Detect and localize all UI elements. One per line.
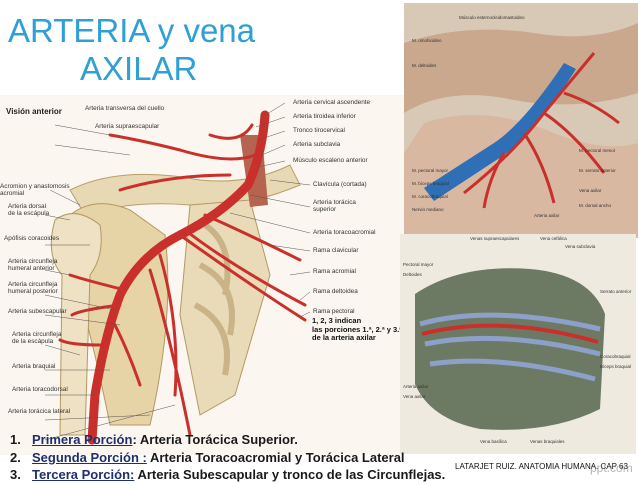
list-item: 2. Segunda Porción : Arteria Toracoacromi… [10,449,445,467]
label-inferior-thyroid-artery: Arteria tiroidea inferior [293,113,356,120]
label-subclavian-artery: Arteria subclavia [293,141,341,148]
label-anterior-scalene-muscle: Músculo escaleno anterior [293,157,368,164]
label-clavicular-branch: Rama clavicular [313,247,359,254]
label-suprascapular-artery: Arteria supraescapular [95,123,160,130]
portions-note: 1, 2, 3 indican las porciones 1.ª, 2.ª y… [312,316,403,342]
item-number: 1. [10,432,21,447]
ribs [193,222,235,376]
photo1-label-4: M. bíceps braquial [412,181,449,186]
source-credit: LATARJET RUIZ. ANATOMIA HUMANA. CAP 63 [455,462,628,471]
slide-title: ARTERIA y vena AXILAR [8,12,255,88]
photo1-label-3: M. pectoral mayor [412,168,449,173]
arm-artery [421,323,599,344]
photo1-label-11: M. dorsal ancho [579,203,612,208]
list-item: 3. Tercera Porción: Arteria Subescapular … [10,466,445,484]
illustration-drawing [44,102,311,445]
title-line-1: ARTERIA y vena [8,12,256,49]
photo2-label-10: Bíceps braquial [600,364,632,369]
label-thoracodorsal-artery: Arteria toracodorsal [12,386,68,393]
label-thoracoacromial-artery: Arteria toracoacromial [313,229,376,236]
axillary-vein [424,63,576,201]
veins [419,312,601,382]
label-transverse-cervical-artery: Arteria transversa del cuello [85,105,165,112]
photo1-label-9: Arteria axilar [534,213,560,218]
arm-muscles [415,268,605,430]
label-lateral-thoracic-artery: Arteria torácica lateral [8,408,71,415]
portions-list: 1. Primera Porción: Arteria Torácica Supe… [10,431,445,484]
label-anterior-circumflex-humeral: Arteria circunfleja humeral anterior [8,258,58,272]
item-text: : Arteria Torácica Superior. [132,432,298,447]
label-posterior-circumflex-humeral: Arteria circunfleja humeral posterior [8,281,58,295]
photo1-label-8: M. serrato anterior [579,168,616,173]
item-number: 2. [10,449,21,465]
photo2-label-7: Vena basílica [480,439,507,444]
axillary-artery [87,110,270,445]
label-thyrocervical-trunk: Tronco tirocervical [293,127,345,134]
item-term: Segunda Porción : [32,449,147,465]
label-ascending-cervical-artery: Arteria cervical ascendente [293,99,371,106]
item-term: Tercera Porción: [32,467,135,482]
label-coracoid-process: Apófisis coracoides [4,235,60,242]
humerus-bone [50,213,102,436]
photo2-label-11: Serrato anterior [600,289,632,294]
photo1-label-1: M. omohioideo [412,38,442,43]
item-term: Primera Porción [32,432,133,447]
watermark: ppt.com [590,461,633,475]
photo2-label-0: Venas supraescapulares [470,236,520,241]
photo1-label-2: M. deltoides [412,63,437,68]
item-text: Arteria Subescapular y tronco de las Cir… [134,467,446,482]
photo1-label-7: M. pectoral menor [579,148,616,153]
label-acromial-branch: Rama acromial [313,268,356,275]
photo2-label-6: Vena axilar [403,394,426,399]
photo2-label-5: Arteria axilar [403,384,429,389]
photo2-label-3: Pectoral mayor [403,262,434,267]
leader-lines [44,102,311,441]
title-line-2: AXILAR [80,50,198,87]
shoulder-muscles [404,23,638,113]
label-deltoid-branch: Rama deltoidea [313,288,358,295]
photo1-label-0: Músculo esternocleidomastoideo [459,15,525,20]
axillary-veins-figure: Venas supraescapulares Vena cefálica Ven… [400,234,636,454]
photo1-label-10: Vena axilar [579,188,602,193]
list-item: 1. Primera Porción: Arteria Torácica Supe… [10,431,445,449]
dissection-drawing [404,3,638,238]
photo2-label-9: Coracobraquial [600,354,631,359]
artery-branches [58,123,307,437]
label-brachial-artery: Arteria braquial [12,363,56,370]
label-pectoral-branch: Rama pectoral [313,308,355,315]
label-dorsal-scapular-artery: Arteria dorsal de la escápula [8,203,50,217]
label-superior-thoracic-artery: Arteria torácica superior [313,199,356,213]
axillary-artery-branches [463,52,620,209]
label-circumflex-scapular-artery: Arteria circunfleja de la escápula [12,331,62,345]
label-subscapular-artery: Arteria subescapular [8,308,67,315]
veins-drawing [400,234,636,454]
photo2-label-4: Deltoides [403,272,422,277]
item-text: Arteria Toracoacromial y Torácica Latera… [146,449,405,465]
view-label: Visión anterior [6,107,62,116]
photo1-label-6: Nervio mediano [412,207,444,212]
photo1-label-5: M. coracobraquial [412,194,448,199]
label-clavicle-cut: Clavícula (cortada) [313,181,367,188]
photo2-label-1: Vena cefálica [540,236,567,241]
photo2-label-2: Vena subclavia [565,244,596,249]
photo2-label-8: Venas braquiales [530,439,565,444]
label-acromion: Acromion y anastomosis acromial [0,183,70,197]
item-number: 3. [10,467,21,482]
axillary-artery-illustration: Visión anterior Arteria transversa del c… [0,95,405,455]
axillary-dissection-figure: Músculo esternocleidomastoideo M. omohio… [404,3,638,238]
